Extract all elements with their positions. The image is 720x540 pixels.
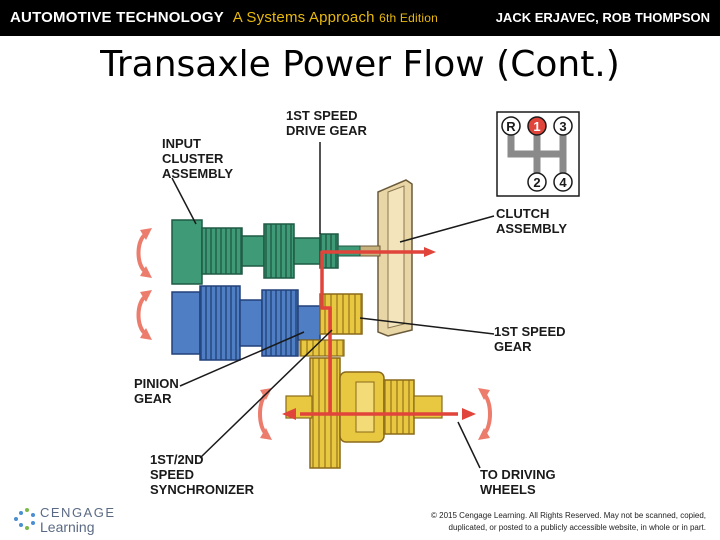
label-clutch-assembly: CLUTCH ASSEMBLY: [496, 206, 567, 236]
slide-title: Transaxle Power Flow (Cont.): [100, 44, 620, 85]
rotation-arrow-axle-right: [478, 388, 492, 440]
label-input-cluster-assembly: INPUT CLUSTER ASSEMBLY: [162, 136, 233, 181]
label-pinion-gear: PINION GEAR: [134, 376, 182, 406]
svg-text:R: R: [506, 119, 516, 134]
input-cluster-shaft: [171, 219, 361, 285]
book-header: AUTOMOTIVE TECHNOLOGY A Systems Approach…: [0, 0, 720, 36]
logo-text-learning: Learning: [40, 519, 95, 535]
gear-position-second: [527, 172, 547, 192]
label-synchronizer: 1ST/2ND SPEED SYNCHRONIZER: [150, 452, 255, 497]
book-title-line: AUTOMOTIVE TECHNOLOGY A Systems Approach…: [10, 9, 438, 26]
svg-text:3: 3: [559, 119, 566, 134]
label-first-speed-drive-gear: 1ST SPEED DRIVE GEAR: [286, 108, 368, 138]
rotation-arrow-axle-left: [258, 388, 272, 440]
power-flow-path: [282, 247, 476, 420]
clutch-assembly: [357, 179, 413, 337]
label-first-speed-gear: 1ST SPEED GEAR: [494, 324, 569, 354]
gear-position-reverse: [501, 116, 521, 136]
gear-position-third: [553, 116, 573, 136]
rotation-arrow-input: [136, 228, 152, 278]
logo-text-cengage: CENGAGE: [40, 505, 116, 520]
gear-position-fourth: [553, 172, 573, 192]
shift-pattern: R 1 3 2 4: [496, 111, 580, 197]
svg-text:4: 4: [559, 175, 567, 190]
output-shaft: [171, 285, 363, 361]
svg-text:1: 1: [533, 119, 540, 134]
transaxle-diagram: 1ST SPEED DRIVE GEAR INPUT CLUSTER ASSEM…: [134, 108, 580, 497]
differential-assembly: [285, 339, 443, 469]
svg-text:2: 2: [533, 175, 540, 190]
book-subtitle: A Systems Approach: [232, 9, 375, 26]
gear-position-first: [527, 116, 547, 136]
copyright-notice: © 2015 Cengage Learning. All Rights Rese…: [431, 511, 706, 532]
rotation-arrow-output: [136, 290, 152, 340]
book-title: AUTOMOTIVE TECHNOLOGY: [10, 9, 224, 26]
book-edition: 6th Edition: [379, 11, 438, 25]
leader-lines: [171, 142, 495, 469]
book-authors: JACK ERJAVEC, ROB THOMPSON: [495, 10, 710, 25]
label-to-driving-wheels: TO DRIVING WHEELS: [480, 467, 559, 497]
cengage-logo-mark-icon: [14, 508, 35, 530]
cengage-logo: CENGAGE Learning: [12, 503, 114, 535]
